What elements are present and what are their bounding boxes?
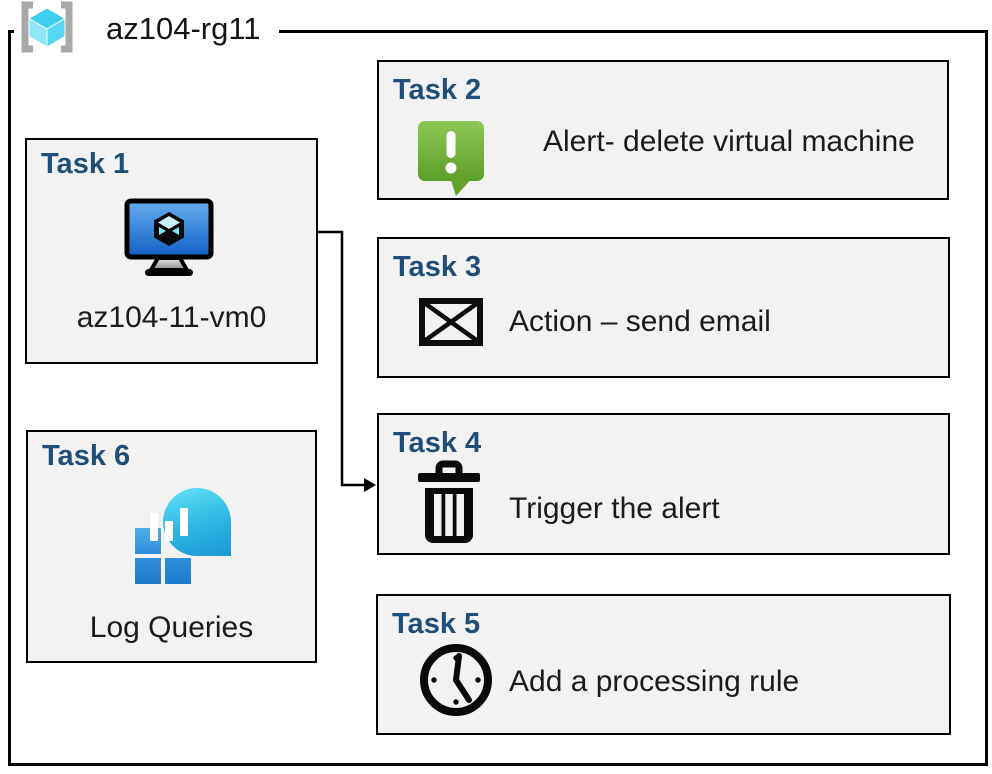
- resource-group-label: az104-rg11: [106, 11, 261, 46]
- task-title: Task 6: [42, 440, 131, 472]
- task-label: az104-11-vm0: [76, 301, 267, 334]
- virtual-machine-icon: [124, 198, 214, 276]
- task-box-4: Task 4 Trigger the alert: [377, 413, 950, 555]
- task-title: Task 2: [393, 74, 482, 106]
- clock-icon: [417, 643, 495, 717]
- task-label: Trigger the alert: [509, 492, 720, 525]
- trash-icon: [417, 459, 481, 547]
- email-icon: [419, 298, 483, 346]
- resource-group-header: az104-rg11: [14, 0, 279, 59]
- task-box-3: Task 3 Action – send email: [377, 237, 950, 378]
- task-label: Add a processing rule: [509, 665, 800, 698]
- task-box-2: Task 2 Alert- delete virtual machine: [377, 60, 949, 200]
- alert-icon: [416, 119, 486, 199]
- task-title: Task 3: [393, 251, 482, 283]
- task-title: Task 5: [392, 608, 481, 640]
- task-label: Alert- delete virtual machine: [543, 125, 915, 158]
- resource-group-border: [8, 30, 988, 766]
- task-box-1: Task 1: [25, 138, 318, 364]
- task-label: Log Queries: [89, 611, 254, 644]
- task-title: Task 1: [41, 148, 130, 180]
- task-box-6: Task 6 Log Queries: [26, 430, 317, 663]
- resource-group-icon: [14, 0, 80, 59]
- task-label: Action – send email: [509, 305, 771, 338]
- task-title: Task 4: [393, 427, 482, 459]
- task-box-5: Task 5 Add a processing rule: [376, 594, 951, 735]
